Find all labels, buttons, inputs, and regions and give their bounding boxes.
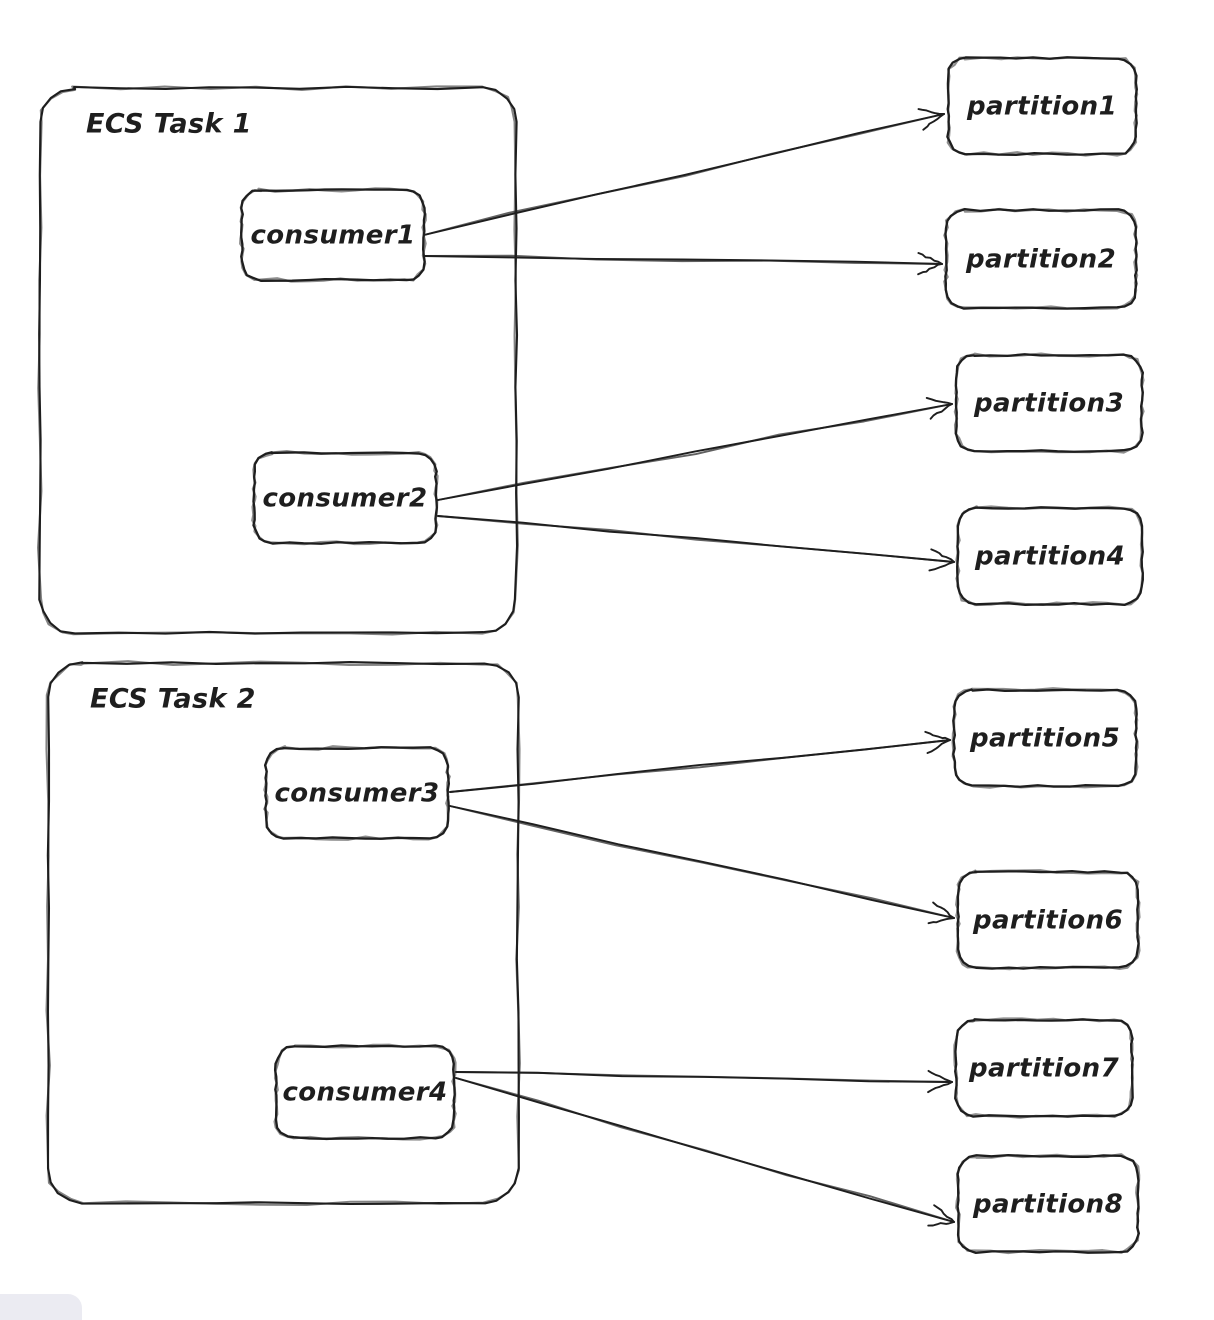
consumer-node[interactable]: consumer1 — [239, 187, 427, 283]
connection-arrow[interactable] — [437, 396, 953, 501]
node-background — [275, 1045, 455, 1139]
partition-node[interactable]: partition8 — [955, 1153, 1141, 1255]
consumer-node[interactable]: consumer2 — [251, 450, 439, 546]
consumer-label: consumer3 — [274, 779, 439, 809]
node-outline — [955, 1153, 1141, 1255]
partition-label: partition6 — [972, 906, 1123, 936]
partition-label: partition8 — [972, 1190, 1123, 1220]
arrow-head — [925, 396, 953, 405]
partition-label: partition2 — [965, 245, 1116, 275]
arrow-line — [455, 1071, 953, 1083]
node-outline — [946, 56, 1139, 157]
arrow-head — [929, 403, 953, 420]
partition-label: partition1 — [966, 92, 1117, 122]
arrow-head — [927, 1221, 955, 1227]
connection-arrow[interactable] — [455, 1077, 955, 1227]
container-label: ECS Task 1 — [86, 109, 252, 140]
node-outline — [239, 187, 427, 283]
arrow-head — [924, 730, 951, 741]
partition-node[interactable]: partition2 — [943, 207, 1139, 310]
node-outline — [263, 745, 451, 841]
container-outline — [38, 85, 519, 635]
container-label: ECS Task 2 — [90, 684, 256, 715]
arrow-head — [932, 901, 955, 919]
node-background — [957, 871, 1139, 969]
arrow-head — [917, 108, 945, 115]
consumer-node[interactable]: consumer3 — [263, 745, 451, 841]
arrow-head — [928, 561, 955, 572]
arrow-head — [926, 739, 951, 754]
container-outline — [36, 85, 519, 636]
partition-node[interactable]: partition7 — [953, 1017, 1135, 1119]
connection-arrow[interactable] — [449, 730, 951, 793]
arrow-head — [927, 1081, 953, 1094]
node-background — [953, 689, 1137, 787]
partition-node[interactable]: partition6 — [955, 869, 1141, 971]
nodes-layer: consumer1 consumer2 consumer3 consumer4 part… — [239, 56, 1145, 1255]
partition-label: partition4 — [974, 542, 1125, 572]
arrow-line — [449, 805, 955, 919]
partition-label: partition5 — [969, 724, 1120, 754]
connections-layer — [423, 108, 955, 1227]
arrow-line — [423, 255, 943, 265]
container-outline — [45, 660, 521, 1206]
node-background — [955, 1019, 1133, 1117]
partition-label: partition3 — [973, 389, 1124, 419]
node-outline — [953, 352, 1145, 454]
partition-node[interactable]: partition1 — [946, 56, 1139, 157]
connection-arrow[interactable] — [423, 252, 943, 276]
node-outline — [251, 450, 439, 546]
node-background — [241, 189, 425, 281]
arrow-head — [917, 263, 943, 276]
consumer-label: consumer4 — [282, 1078, 447, 1108]
arrow-head — [933, 1204, 955, 1223]
node-outline — [951, 687, 1139, 789]
partition-node[interactable]: partition3 — [953, 352, 1145, 454]
node-background — [957, 507, 1143, 605]
arrow-line — [423, 113, 945, 236]
connection-arrow[interactable] — [455, 1069, 953, 1094]
arrow-line — [437, 515, 955, 563]
partition-node[interactable]: partition4 — [955, 505, 1144, 607]
arrow-head — [917, 252, 943, 265]
arrow-head — [922, 113, 945, 131]
arrow-head — [927, 1069, 953, 1083]
node-background — [945, 209, 1137, 309]
node-outline — [955, 505, 1144, 607]
ecs-task-container[interactable]: ECS Task 1 — [36, 85, 519, 636]
node-background — [957, 1155, 1139, 1253]
arrow-head — [930, 548, 955, 563]
node-background — [947, 57, 1137, 155]
arrow-line — [423, 113, 945, 236]
node-outline — [953, 1017, 1135, 1119]
node-outline — [273, 1043, 457, 1141]
partition-node[interactable]: partition5 — [951, 687, 1139, 789]
connection-arrow[interactable] — [449, 805, 955, 925]
node-background — [955, 354, 1143, 452]
node-background — [253, 452, 437, 544]
node-outline — [955, 869, 1141, 971]
connection-arrow[interactable] — [437, 515, 955, 572]
arrow-line — [455, 1077, 955, 1223]
node-background — [265, 747, 449, 839]
ecs-task-container[interactable]: ECS Task 2 — [45, 660, 521, 1206]
arrow-line — [449, 739, 951, 793]
arrow-head — [927, 917, 955, 925]
consumer-label: consumer1 — [250, 221, 415, 251]
node-outline — [944, 208, 1138, 310]
arrow-line — [423, 254, 943, 265]
arrow-line — [437, 403, 953, 501]
consumer-node[interactable]: consumer4 — [273, 1043, 457, 1141]
partition-label: partition7 — [968, 1054, 1120, 1084]
containers-layer: ECS Task 1 ECS Task 2 — [36, 85, 521, 1206]
connection-arrow[interactable] — [423, 108, 945, 236]
app-toolbar-corner[interactable] — [0, 1294, 82, 1320]
node-outline — [943, 207, 1139, 310]
consumer-label: consumer2 — [262, 484, 427, 514]
arrow-line — [437, 403, 953, 501]
